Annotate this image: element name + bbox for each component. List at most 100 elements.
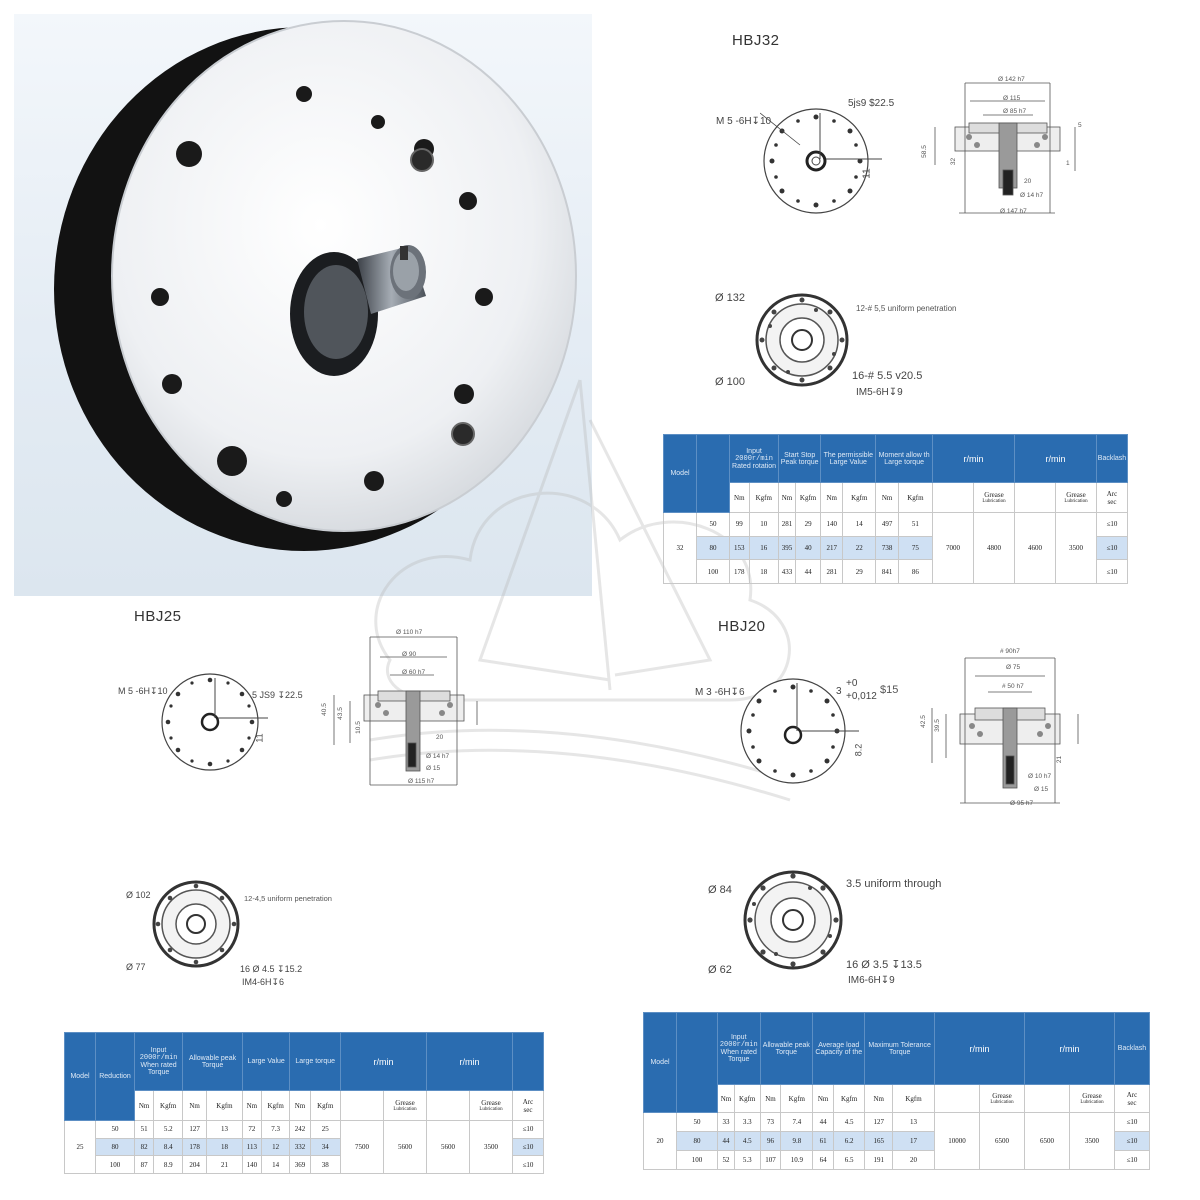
hbj32-th-ratio <box>696 434 730 513</box>
table-cell: 38 <box>309 1155 342 1174</box>
table-cell: 61 <box>812 1131 834 1151</box>
hbj25-side-dia-14: Ø 14 h7 <box>426 753 450 760</box>
hbj20-holes-label: 3.5 uniform through <box>846 878 942 890</box>
table-cell: 4.5 <box>733 1131 761 1151</box>
hbj32-unit-kg4: Kgfm <box>897 482 934 513</box>
table-cell: ≤10 <box>1114 1131 1150 1151</box>
hbj32-th-avg-speed: r/min <box>1014 434 1097 483</box>
table-cell: 75 <box>897 535 934 561</box>
table-row: 100 87 8.9 204 21 140 14 369 38 ≤10 <box>65 1155 544 1174</box>
table-cell: 6.5 <box>832 1150 866 1170</box>
hbj20-thread-label: M 3 -6H↧6 <box>695 687 745 698</box>
table-cell: 13 <box>892 1112 935 1132</box>
hbj32-unit-kg1: Kgfm <box>748 482 780 513</box>
hbj25-side-dia-top: Ø 110 h7 <box>396 629 423 636</box>
hbj32-side-dia-top: Ø 142 h7 <box>998 76 1025 83</box>
table-cell: 8.9 <box>153 1155 184 1174</box>
hbj32-title: HBJ32 <box>732 32 780 49</box>
hbj20-tol-bottom: +0,012 <box>846 691 877 702</box>
hbj20-front-view <box>735 675 865 785</box>
hbj20-keyway-label: $15 <box>880 684 899 696</box>
hbj32-holes-12: 12-# 5,5 uniform penetration <box>856 304 957 313</box>
table-row: 100 52 5.3 107 10.9 64 6.5 191 20 ≤10 <box>644 1150 1150 1170</box>
table-cell: ≤10 <box>1096 559 1128 584</box>
table-cell: ≤10 <box>512 1120 544 1139</box>
table-cell: 52 <box>717 1150 735 1170</box>
table-cell: 20 <box>892 1150 935 1170</box>
table-cell: 29 <box>842 559 877 584</box>
hbj25-side-dia-115: Ø 115 h7 <box>408 778 435 785</box>
table-cell: 50 <box>696 512 730 537</box>
table-row: 20 50 33 3.3 73 7.4 44 4.5 127 13 10000 … <box>643 1112 1150 1170</box>
table-cell: 3500 <box>1055 512 1097 584</box>
table-cell: 25 <box>309 1120 342 1139</box>
table-cell: 86 <box>897 559 934 584</box>
table-cell: 178 <box>729 559 750 584</box>
table-cell: ≤10 <box>1096 512 1128 537</box>
table-cell: 738 <box>875 535 899 561</box>
table-cell: 5.3 <box>733 1150 761 1170</box>
table-cell: ≤10 <box>512 1155 544 1174</box>
table-cell: 841 <box>875 559 899 584</box>
table-cell: 140 <box>241 1155 262 1174</box>
table-cell: 191 <box>864 1150 894 1170</box>
hbj25-sub-oil1 <box>340 1090 384 1121</box>
hbj20-th-max-speed: r/min <box>934 1012 1025 1085</box>
hbj32-holes-16: 16-# 5.5 v20.5 <box>852 370 923 382</box>
hbj32-thread-2: IM5-6H↧9 <box>856 387 903 398</box>
table-cell: 107 <box>759 1150 782 1170</box>
hbj25-dia-77: Ø 77 <box>126 962 146 972</box>
hbj25-unit-kg1: Kgfm <box>153 1090 184 1121</box>
hbj20-unit-nm1: Nm <box>717 1084 735 1113</box>
table-cell: 51 <box>133 1120 155 1139</box>
table-row: 80 44 4.5 96 9.8 61 6.2 165 17 ≤10 <box>644 1131 1150 1151</box>
hbj32-rear-view <box>752 292 862 392</box>
table-cell: 51 <box>897 512 934 537</box>
hbj20-tol-top: +0 <box>846 678 858 689</box>
hbj25-side-20: 20 <box>436 734 444 741</box>
table-cell: 204 <box>182 1155 207 1174</box>
table-row: 100 178 18 433 44 281 29 841 86 ≤10 <box>664 559 1128 584</box>
hbj25-rear-view <box>150 876 250 976</box>
hbj32-unit-nm3: Nm <box>820 482 844 513</box>
table-cell: 50 <box>95 1120 135 1139</box>
table-cell: 10.9 <box>780 1150 814 1170</box>
hbj32-side-dia-14: Ø 14 h7 <box>1020 192 1044 199</box>
table-cell: 50 <box>676 1112 718 1132</box>
hbj20-side-h1: 42.5 <box>919 715 927 728</box>
hbj20-side-h2: 39.5 <box>933 719 941 732</box>
hbj25-side-dia-90: Ø 90 <box>402 651 417 658</box>
hbj25-side-h2: 43.5 <box>336 707 344 720</box>
hbj20-dia-84: Ø 84 <box>708 884 732 896</box>
table-cell: 17 <box>892 1131 935 1151</box>
table-cell: 18 <box>748 559 780 584</box>
table-cell: 7.4 <box>780 1112 814 1132</box>
table-cell: ≤10 <box>512 1137 544 1157</box>
table-cell: 332 <box>289 1137 311 1157</box>
table-cell: 64 <box>812 1150 834 1170</box>
hbj32-side-dia-85: Ø 85 h7 <box>1003 108 1027 115</box>
table-cell: 497 <box>875 512 899 537</box>
hbj25-side-h1: 40.5 <box>320 703 328 716</box>
hbj32-keyway-label: 5js9 $22.5 <box>848 98 895 109</box>
table-row: 80 82 8.4 178 18 113 12 332 34 ≤10 <box>65 1137 544 1157</box>
reducer-illustration <box>54 20 577 551</box>
hbj25-holes-12: 12-4,5 uniform penetration <box>244 894 332 903</box>
table-cell: 44 <box>794 559 822 584</box>
table-cell: 281 <box>820 559 844 584</box>
table-cell: 178 <box>182 1137 207 1157</box>
table-cell: ≤10 <box>1114 1150 1150 1170</box>
hbj20-side-dia-95: Ø 95 h7 <box>1010 800 1034 807</box>
hbj32-unit-kg2: Kgfm <box>794 482 822 513</box>
hbj20-rear-view <box>738 868 853 978</box>
